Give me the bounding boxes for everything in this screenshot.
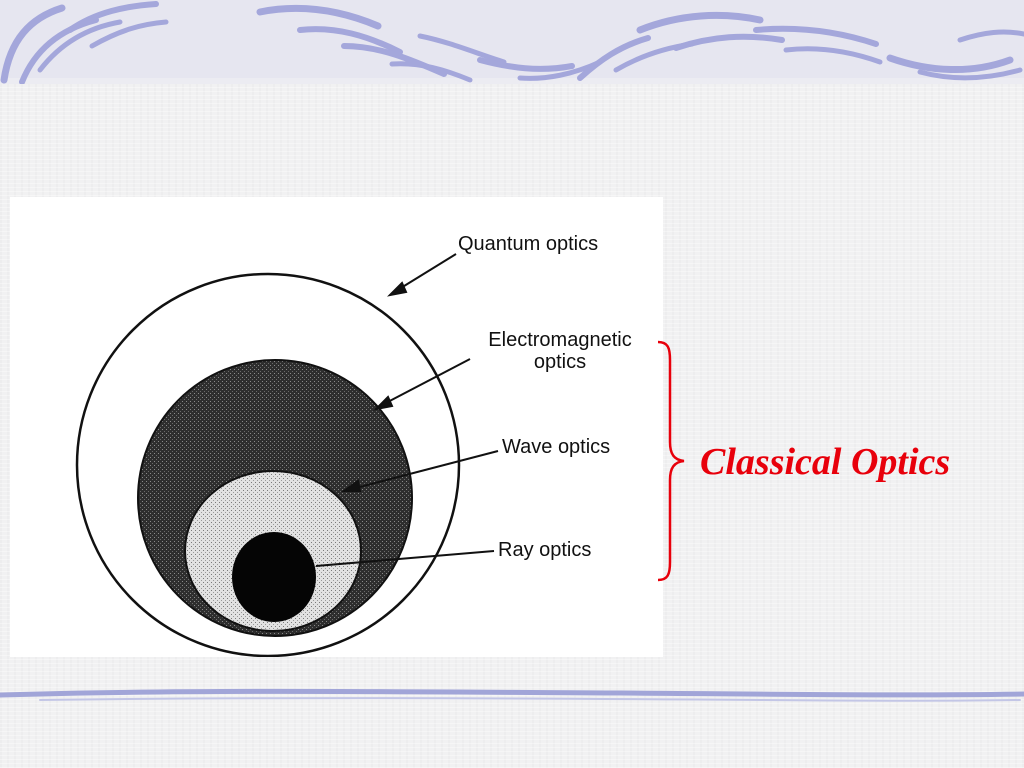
nested-circles-drawing — [75, 253, 499, 657]
decorative-top-banner — [0, 0, 1024, 84]
wave-optics-arrowhead — [340, 479, 362, 492]
quantum-optics-arrowhead — [387, 281, 408, 297]
ray-optics-label: Ray optics — [498, 539, 592, 561]
classical-optics-brace — [657, 340, 685, 582]
quantum-optics-label: Quantum optics — [458, 233, 599, 255]
optics-hierarchy-diagram: Quantum optics Electromagnetic optics Wa… — [10, 197, 663, 657]
ray-optics-pointer — [315, 550, 495, 567]
wave-optics-pointer — [351, 450, 499, 490]
electromagnetic-optics-arrowhead — [373, 395, 394, 411]
quantum-optics-pointer — [395, 253, 457, 292]
electromagnetic-optics-pointer — [381, 358, 471, 406]
classical-optics-label: Classical Optics — [700, 441, 951, 483]
electromagnetic-optics-label: Electromagnetic optics — [488, 329, 632, 373]
wave-optics-label: Wave optics — [502, 436, 611, 458]
ray-optics-circle — [232, 532, 316, 622]
decorative-bottom-rule — [0, 688, 1024, 702]
